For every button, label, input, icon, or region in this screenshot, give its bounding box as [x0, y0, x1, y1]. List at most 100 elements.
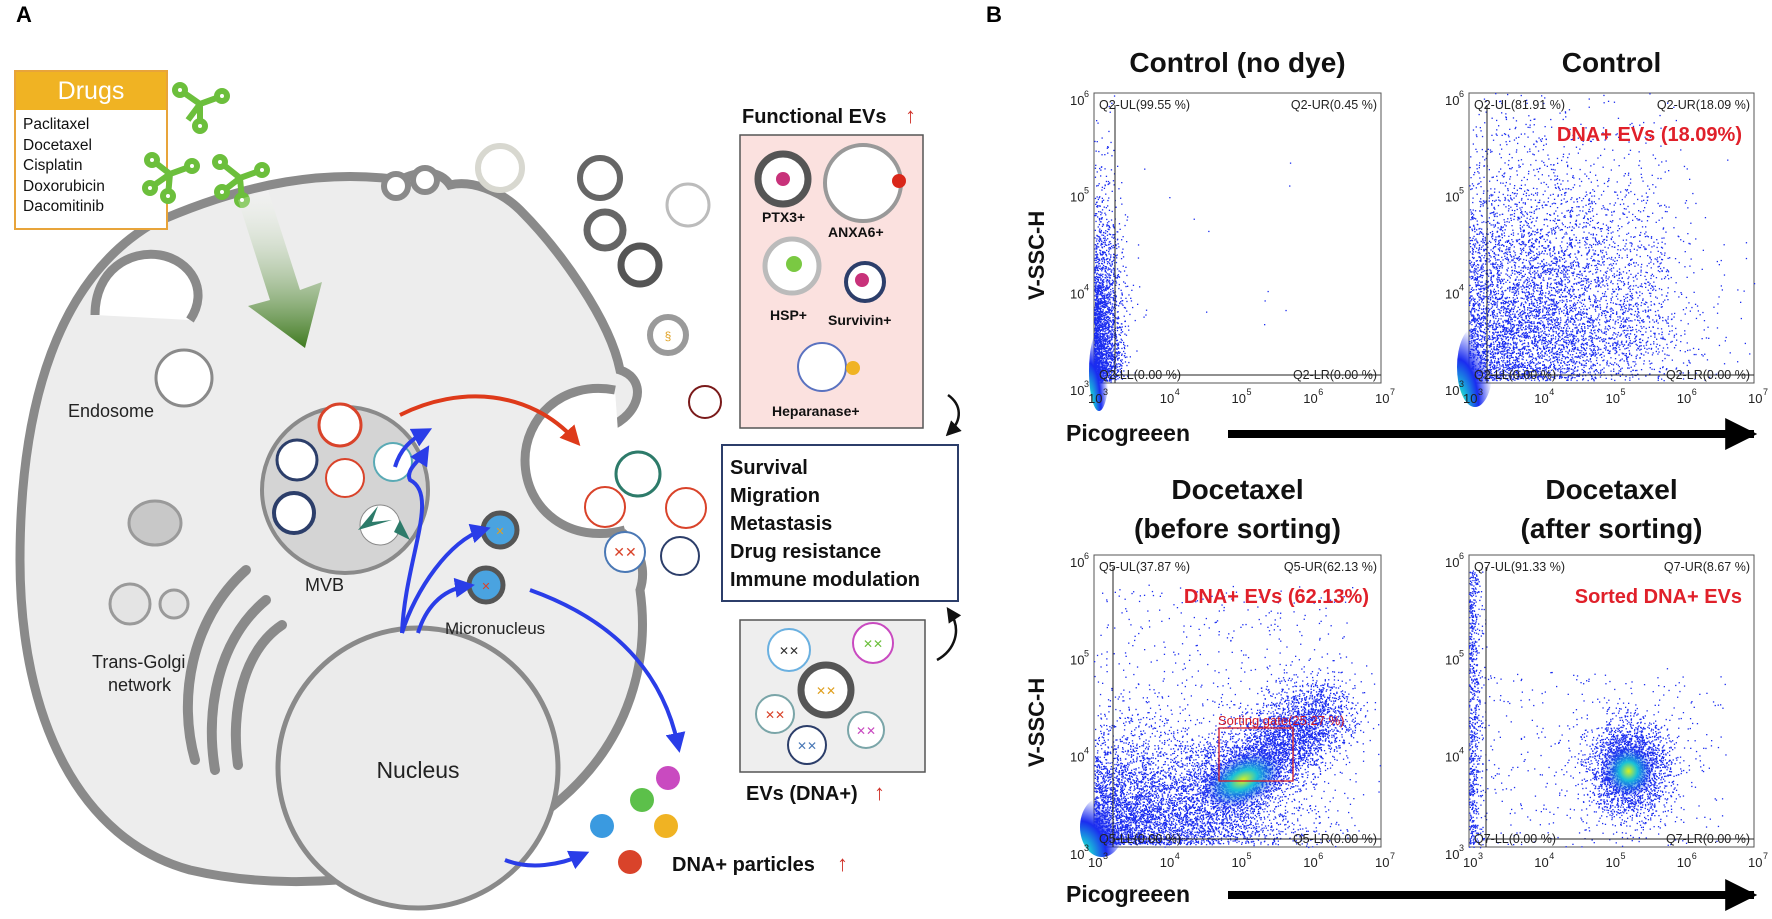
event-dot — [1132, 307, 1133, 308]
event-dot — [1118, 188, 1119, 189]
event-dot — [1103, 289, 1104, 290]
event-dot — [1105, 270, 1106, 271]
event-dot — [1518, 285, 1519, 286]
event-dot — [1534, 124, 1535, 125]
event-dot — [1606, 300, 1607, 301]
event-dot — [1101, 259, 1102, 260]
event-dot — [1624, 246, 1625, 247]
event-dot — [1145, 314, 1146, 315]
event-dot — [1635, 303, 1636, 304]
event-dot — [1131, 300, 1132, 301]
event-dot — [1483, 292, 1484, 293]
event-dot — [1595, 281, 1596, 282]
event-dot — [1097, 171, 1098, 172]
event-dot — [1543, 145, 1544, 146]
event-dot — [1474, 270, 1475, 271]
quadrant-label: Q2-UR(0.45 %) — [1291, 98, 1377, 112]
event-dot — [1100, 221, 1101, 222]
event-dot — [1113, 299, 1114, 300]
event-dot — [1104, 168, 1105, 169]
x-tick-label: 10 — [1303, 391, 1317, 406]
extracellular-vesicle — [580, 158, 620, 198]
event-dot — [1655, 258, 1656, 259]
event-dot — [1563, 361, 1564, 362]
event-dot — [1489, 321, 1490, 322]
event-dot — [1098, 325, 1099, 326]
event-dot — [1721, 260, 1722, 261]
event-dot — [1113, 331, 1114, 332]
event-dot — [1512, 292, 1513, 293]
event-dot — [1657, 344, 1658, 345]
event-dot — [1647, 282, 1648, 283]
event-dot — [1591, 196, 1592, 197]
event-dot — [1499, 346, 1500, 347]
event-dot — [1504, 235, 1505, 236]
event-dot — [1102, 226, 1103, 227]
event-dot — [1571, 369, 1572, 370]
event-dot — [1112, 351, 1113, 352]
event-dot — [1527, 309, 1528, 310]
event-dot — [1638, 165, 1639, 166]
event-dot — [1570, 257, 1571, 258]
event-dot — [1581, 288, 1582, 289]
event-dot — [1506, 246, 1507, 247]
event-dot — [1488, 234, 1489, 235]
event-dot — [1564, 198, 1565, 199]
event-dot — [1122, 359, 1123, 360]
event-dot — [1570, 359, 1571, 360]
ev-cargo-dot — [776, 172, 790, 186]
event-dot — [1554, 179, 1555, 180]
event-dot — [1483, 190, 1484, 191]
event-dot — [1542, 317, 1543, 318]
event-dot — [1525, 245, 1526, 246]
event-dot — [1469, 276, 1470, 277]
event-dot — [1590, 234, 1591, 235]
event-dot — [1617, 181, 1618, 182]
event-dot — [1532, 272, 1533, 273]
event-dot — [1118, 318, 1119, 319]
event-dot — [1106, 207, 1107, 208]
event-dot — [1512, 230, 1513, 231]
event-dot — [1521, 95, 1522, 96]
event-dot — [1510, 348, 1511, 349]
event-dot — [1094, 310, 1095, 311]
event-dot — [1113, 274, 1114, 275]
event-dot — [1110, 142, 1111, 143]
event-dot — [1479, 317, 1480, 318]
event-dot — [1473, 129, 1474, 130]
event-dot — [1268, 291, 1269, 292]
event-dot — [1617, 198, 1618, 199]
event-dot — [1107, 231, 1108, 232]
mvb-vesicle — [319, 404, 361, 446]
event-dot — [1104, 188, 1105, 189]
event-dot — [1570, 339, 1571, 340]
event-dot — [1501, 157, 1502, 158]
event-dot — [1630, 345, 1631, 346]
drugs-box-wrap: Drugs Paclitaxel Docetaxel Cisplatin Dox… — [14, 70, 170, 232]
event-dot — [1540, 230, 1541, 231]
event-dot — [1550, 253, 1551, 254]
event-dot — [1095, 283, 1096, 284]
event-dot — [1649, 327, 1650, 328]
event-dot — [1552, 329, 1553, 330]
ev-heparanase — [798, 343, 846, 391]
event-dot — [1494, 301, 1495, 302]
event-dot — [1530, 283, 1531, 284]
event-dot — [1561, 241, 1562, 242]
event-dot — [1107, 321, 1108, 322]
event-dot — [1104, 306, 1105, 307]
event-dot — [1549, 274, 1550, 275]
event-dot — [1506, 347, 1507, 348]
event-dot — [1099, 232, 1100, 233]
event-dot — [1510, 168, 1511, 169]
event-dot — [1109, 361, 1110, 362]
event-dot — [1108, 184, 1109, 185]
event-dot — [1112, 356, 1113, 357]
event-dot — [1104, 293, 1105, 294]
event-dot — [1494, 201, 1495, 202]
event-dot — [1476, 260, 1477, 261]
event-dot — [1585, 371, 1586, 372]
event-dot — [1560, 362, 1561, 363]
event-dot — [1587, 325, 1588, 326]
